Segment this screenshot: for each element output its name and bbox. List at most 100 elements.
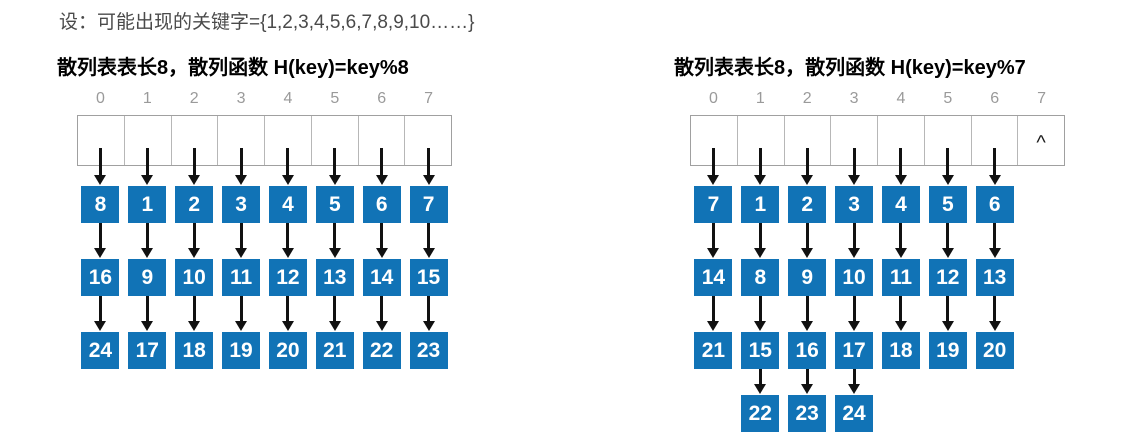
down-arrow-line: [946, 223, 950, 248]
chain-node: 12: [928, 259, 967, 296]
down-arrow-head-icon: [707, 321, 720, 331]
hash-table-cell: ^: [1018, 116, 1064, 165]
down-arrow-head-icon: [281, 248, 294, 258]
chain-node: 21: [694, 332, 733, 369]
chain-node: 23: [409, 332, 448, 369]
down-arrow-line: [852, 296, 856, 321]
chain-node: 9: [788, 259, 827, 296]
chain-node: 3: [222, 186, 261, 223]
slot-index-label: 3: [236, 90, 246, 107]
down-arrow-head-icon: [941, 321, 954, 331]
slot-index-label: 7: [424, 90, 434, 107]
chain-node: 1: [741, 186, 780, 223]
down-arrow-line: [852, 148, 856, 175]
chain-node: 10: [175, 259, 214, 296]
slot-index-label: 6: [377, 90, 387, 107]
down-arrow-head-icon: [94, 248, 107, 258]
chain-node: 10: [835, 259, 874, 296]
down-arrow-head-icon: [848, 321, 861, 331]
down-arrow-line: [98, 223, 102, 248]
down-arrow-head-icon: [848, 175, 861, 185]
slot-index-label: 0: [95, 90, 105, 107]
chain-node: 11: [881, 259, 920, 296]
down-arrow-head-icon: [988, 321, 1001, 331]
slot-index-label: 5: [330, 90, 340, 107]
down-arrow-line: [805, 148, 809, 175]
down-arrow-head-icon: [754, 384, 767, 394]
down-arrow-line: [758, 148, 762, 175]
down-arrow-line: [711, 148, 715, 175]
down-arrow-head-icon: [94, 175, 107, 185]
slot-index-label: 2: [802, 90, 812, 107]
chain-node: 23: [788, 395, 827, 432]
hash-table-cell: [312, 116, 359, 165]
down-arrow-head-icon: [328, 175, 341, 185]
hash-table-cell: [785, 116, 832, 165]
down-arrow-head-icon: [754, 321, 767, 331]
slot-index-label: 4: [283, 90, 293, 107]
down-arrow-head-icon: [375, 175, 388, 185]
down-arrow-head-icon: [894, 321, 907, 331]
down-arrow-head-icon: [941, 175, 954, 185]
down-arrow-line: [286, 223, 290, 248]
slot-index-label: 6: [990, 90, 1000, 107]
chain-node: 11: [222, 259, 261, 296]
down-arrow-line: [333, 296, 337, 321]
null-pointer-marker: ^: [1036, 131, 1046, 154]
down-arrow-head-icon: [328, 321, 341, 331]
down-arrow-head-icon: [328, 248, 341, 258]
chain-node: 9: [128, 259, 167, 296]
slot-index-label: 4: [896, 90, 906, 107]
down-arrow-line: [711, 296, 715, 321]
down-arrow-head-icon: [894, 248, 907, 258]
down-arrow-line: [758, 223, 762, 248]
chain-node: 15: [741, 332, 780, 369]
chain-node: 12: [268, 259, 307, 296]
chain-node: 5: [315, 186, 354, 223]
chain-node: 19: [222, 332, 261, 369]
chain-node: 14: [362, 259, 401, 296]
chain-node: 16: [81, 259, 120, 296]
down-arrow-head-icon: [281, 175, 294, 185]
slot-index-label: 1: [142, 90, 152, 107]
slot-index-label: 0: [708, 90, 718, 107]
slot-index-label: 1: [755, 90, 765, 107]
down-arrow-head-icon: [235, 175, 248, 185]
down-arrow-head-icon: [801, 248, 814, 258]
down-arrow-line: [380, 223, 384, 248]
chain-node: 22: [741, 395, 780, 432]
down-arrow-line: [145, 223, 149, 248]
down-arrow-head-icon: [141, 248, 154, 258]
chain-node: 4: [268, 186, 307, 223]
down-arrow-head-icon: [801, 384, 814, 394]
down-arrow-line: [805, 369, 809, 384]
right-diagram-title: 散列表表长8，散列函数 H(key)=key%7: [674, 57, 1026, 79]
down-arrow-head-icon: [801, 175, 814, 185]
down-arrow-line: [192, 223, 196, 248]
down-arrow-line: [239, 223, 243, 248]
chain-node: 24: [81, 332, 120, 369]
down-arrow-line: [333, 223, 337, 248]
chain-node: 7: [694, 186, 733, 223]
chain-node: 21: [315, 332, 354, 369]
hash-table-cell: [359, 116, 406, 165]
down-arrow-line: [286, 148, 290, 175]
chain-node: 6: [362, 186, 401, 223]
down-arrow-line: [427, 296, 431, 321]
down-arrow-line: [380, 148, 384, 175]
slot-index-label: 7: [1037, 90, 1047, 107]
chain-node: 8: [81, 186, 120, 223]
down-arrow-head-icon: [235, 248, 248, 258]
down-arrow-line: [192, 296, 196, 321]
down-arrow-line: [993, 296, 997, 321]
down-arrow-head-icon: [422, 248, 435, 258]
down-arrow-line: [427, 223, 431, 248]
down-arrow-head-icon: [375, 248, 388, 258]
slot-index-label: 3: [849, 90, 859, 107]
down-arrow-line: [993, 148, 997, 175]
chain-node: 2: [175, 186, 214, 223]
chain-node: 15: [409, 259, 448, 296]
